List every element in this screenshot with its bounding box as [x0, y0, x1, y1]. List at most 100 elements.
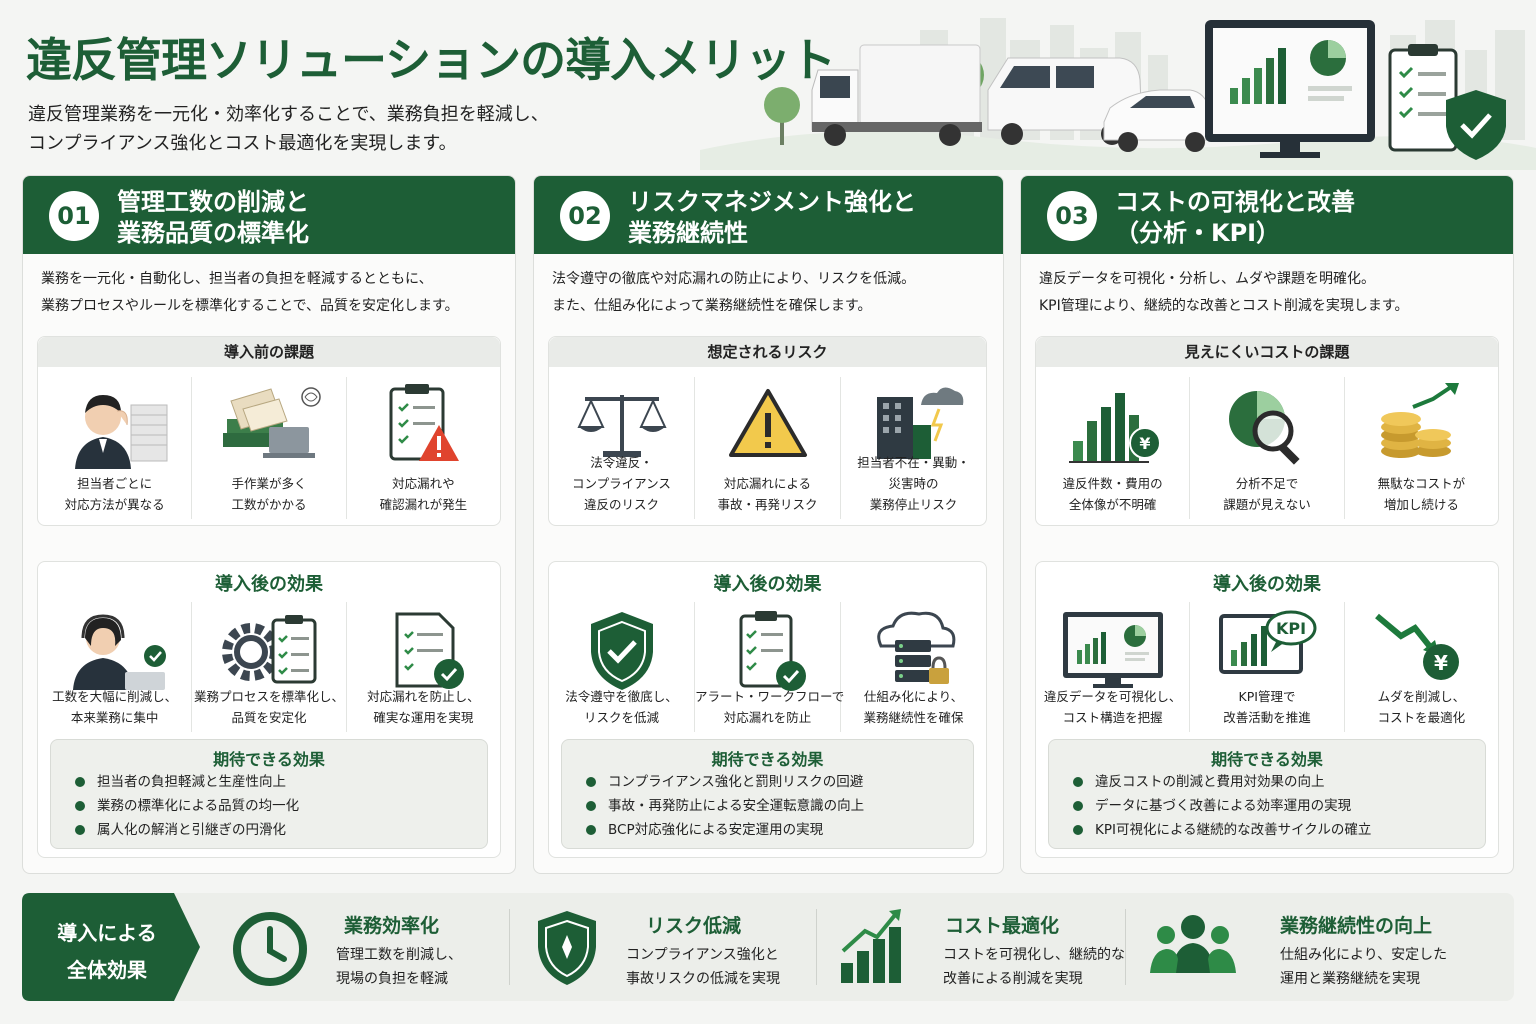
summary-item-efficiency: 業務効率化 管理工数を削減し、 現場の負担を軽減 — [230, 893, 530, 1001]
before-item: 担当者ごとに 対応方法が異なる — [38, 377, 193, 519]
overall-effects-bar: 導入による 全体効果 業務効率化 管理工数を削減し、 現場の負担を軽減 リスク低… — [22, 893, 1514, 1001]
card-description: 業務を一元化・自動化し、担当者の負担を軽減するとともに、 業務プロセスやルールを… — [41, 266, 505, 320]
desc-line: 管理工数を削減し、 — [336, 947, 462, 963]
desc-line: 法令遵守の徹底や対応漏れの防止により、リスクを低減。 — [552, 271, 916, 287]
after-item: 仕組み化により、 業務継続性を確保 — [841, 602, 986, 732]
after-label: 導入後の効果 — [215, 574, 323, 595]
item-line: 本来業務に集中 — [70, 710, 159, 725]
item-line: 違反のリスク — [583, 497, 659, 512]
item-label: 対応漏れを防止し、 確実な運用を実現 — [347, 686, 500, 728]
item-line: 工数を大幅に削減し、 — [52, 689, 178, 704]
expected-effects: 期待できる効果 コンプライアンス強化と罰則リスクの回避 事故・再発防止による安全… — [561, 739, 974, 849]
expected-effects-title: 期待できる効果 — [711, 750, 824, 769]
item-line: リスクを低減 — [583, 710, 659, 725]
item-label: 違反データを可視化し、 コスト構造を把握 — [1036, 686, 1189, 728]
before-item: 分析不足で 課題が見えない — [1190, 377, 1345, 519]
after-label: 導入後の効果 — [713, 574, 822, 595]
item-line: 災害時の — [888, 476, 939, 491]
summary-item-desc: 管理工数を削減し、 現場の負担を軽減 — [336, 943, 462, 991]
summary-divider — [1125, 909, 1126, 985]
desc-line: 運用と業務継続を実現 — [1280, 971, 1420, 987]
after-item: アラート・ワークフローで 対応漏れを防止 — [695, 602, 845, 732]
desc-line: 改善による削減を実現 — [943, 971, 1083, 987]
item-label: 担当者ごとに 対応方法が異なる — [38, 473, 191, 515]
monitor-dashboard-icon — [1205, 20, 1375, 158]
stressed-person-icon — [74, 395, 168, 469]
summary-item-desc: コストを可視化し、継続的な 改善による削減を実現 — [943, 943, 1125, 991]
before-label: 導入前の課題 — [38, 337, 500, 367]
item-line: 業務停止リスク — [869, 497, 958, 512]
desc-line: 事故リスクの低減を実現 — [626, 971, 780, 987]
desc-line: 現場の負担を軽減 — [336, 971, 448, 987]
item-line: 確認漏れが発生 — [379, 497, 468, 512]
desc-line: 仕組み化により、安定した — [1280, 947, 1448, 963]
item-label: 法令遵守を徹底し、 リスクを低減 — [549, 686, 694, 728]
item-label: 対応漏れや 確認漏れが発生 — [347, 473, 500, 515]
card-description: 法令遵守の徹底や対応漏れの防止により、リスクを低減。 また、仕組み化によって業務… — [552, 266, 993, 320]
item-line: 品質を安定化 — [231, 710, 307, 725]
summary-item-risk: リスク低減 コンプライアンス強化と 事故リスクの低減を実現 — [532, 893, 832, 1001]
expected-effect-item: 担当者の負担軽減と生産性向上 — [75, 770, 487, 794]
card-title-line: リスクマネジメント強化と — [628, 188, 916, 216]
item-line: 担当者不在・異動・ — [857, 455, 970, 470]
item-line: 対応方法が異なる — [64, 497, 165, 512]
after-panel: 導入後の効果 法令遵守を徹底し、 リスクを低減 — [548, 561, 987, 858]
card-header: 02 リスクマネジメント強化と 業務継続性 — [534, 176, 1003, 254]
overall-effects-label: 導入による 全体効果 — [40, 915, 174, 989]
item-line: コストを最適化 — [1377, 710, 1466, 725]
expected-effects-title: 期待できる効果 — [1211, 750, 1323, 769]
desc-line: コンプライアンス強化と — [626, 947, 779, 963]
before-item: 対応漏れによる 事故・再発リスク — [695, 377, 841, 519]
item-line: コンプライアンス — [572, 476, 671, 491]
expected-effect-item: 属人化の解消と引継ぎの円滑化 — [75, 818, 487, 842]
after-label: 導入後の効果 — [1213, 574, 1321, 595]
item-line: 工数がかかる — [231, 497, 307, 512]
card-number: 03 — [1047, 191, 1097, 241]
item-line: ムダを削減し、 — [1377, 689, 1466, 704]
monitor-dashboard-icon — [1062, 612, 1163, 688]
paperwork-laptop-icon — [222, 387, 321, 458]
tree-icon — [764, 87, 800, 145]
before-panel: 見えにくいコストの課題 ¥ 違反件数・費用の 全体像が不明確 — [1035, 336, 1499, 526]
subtitle-line: コンプライアンス強化とコスト最適化を実現します。 — [28, 133, 457, 154]
truck-icon — [811, 44, 982, 146]
after-item: ¥ ムダを削減し、 コストを最適化 — [1345, 602, 1498, 732]
item-line: 全体像が不明確 — [1068, 497, 1157, 512]
summary-item-title: 業務効率化 — [344, 915, 440, 937]
after-item: 違反データを可視化し、 コスト構造を把握 — [1036, 602, 1191, 732]
kpi-chart-icon: KPI — [1218, 610, 1317, 674]
after-item: 法令遵守を徹底し、 リスクを低減 — [549, 602, 695, 732]
card-title-line: 業務継続性 — [628, 219, 748, 247]
card-title-line: 管理工数の削減と — [117, 188, 309, 216]
item-line: 仕組み化により、 — [863, 689, 964, 704]
item-label: 担当者不在・異動・ 災害時の 業務停止リスク — [841, 452, 986, 515]
card-title: リスクマネジメント強化と 業務継続性 — [628, 187, 916, 249]
before-panel: 想定されるリスク 法令違反・ コンプライアンス 違反のリスク — [548, 336, 987, 526]
page-subtitle: 違反管理業務を一元化・効率化することで、業務負担を軽減し、 コンプライアンス強化… — [28, 100, 549, 158]
item-line: 対応漏れを防止し、 — [367, 689, 480, 704]
desc-line: KPI管理により、継続的な改善とコスト削減を実現します。 — [1039, 298, 1409, 314]
coins-rising-icon — [1381, 383, 1460, 458]
expected-effect-item: 業務の標準化による品質の均一化 — [75, 794, 487, 818]
item-line: 確実な運用を実現 — [373, 710, 474, 725]
summary-item-continuity: 業務継続性の向上 仕組み化により、安定した 運用と業務継続を実現 — [1150, 893, 1510, 1001]
item-line: 違反件数・費用の — [1062, 476, 1163, 491]
clipboard-check-icon — [739, 611, 806, 691]
summary-item-cost: コスト最適化 コストを可視化し、継続的な 改善による削減を実現 — [837, 893, 1137, 1001]
clock-icon — [233, 912, 307, 986]
before-item: 法令違反・ コンプライアンス 違反のリスク — [549, 377, 695, 519]
before-panel: 導入前の課題 担当者ごとに 対応方法が異なる — [37, 336, 501, 526]
card-header: 01 管理工数の削減と 業務品質の標準化 — [23, 176, 515, 254]
item-line: 無駄なコストが — [1377, 476, 1466, 491]
cloud-server-lock-icon — [876, 611, 955, 684]
summary-item-desc: コンプライアンス強化と 事故リスクの低減を実現 — [626, 943, 780, 991]
item-line: アラート・ワークフローで — [695, 689, 845, 704]
item-label: ムダを削減し、 コストを最適化 — [1345, 686, 1498, 728]
item-line: 法令遵守を徹底し、 — [565, 689, 678, 704]
summary-item-title: リスク低減 — [646, 915, 742, 937]
shield-check-icon — [1446, 90, 1506, 160]
operator-check-icon — [72, 614, 166, 690]
item-label: 法令違反・ コンプライアンス 違反のリスク — [549, 452, 694, 515]
expected-effect-item: コンプライアンス強化と罰則リスクの回避 — [586, 770, 973, 794]
label-line: 導入による — [57, 921, 157, 945]
